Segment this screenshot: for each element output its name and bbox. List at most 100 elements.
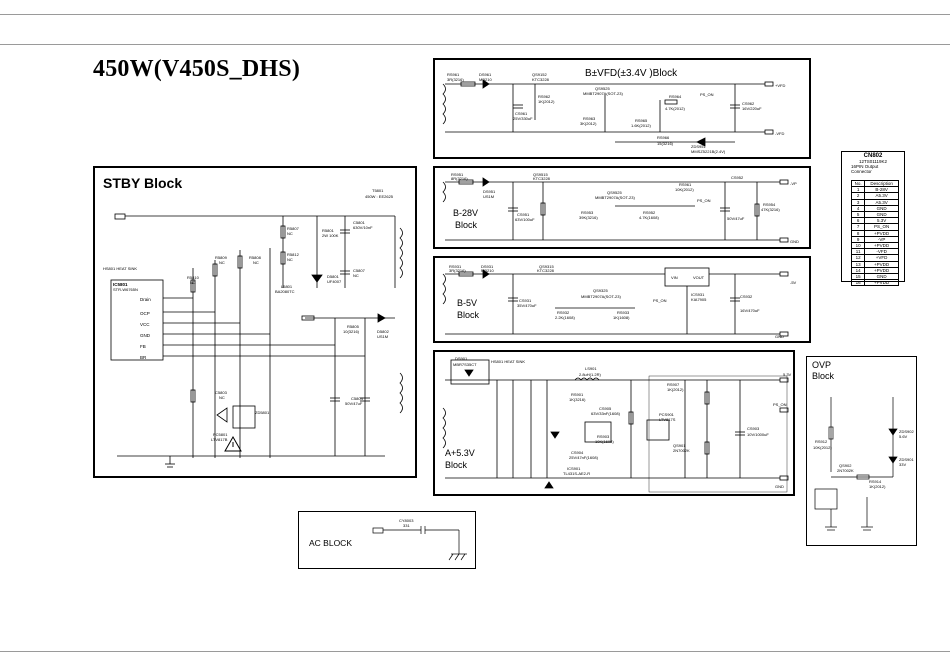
table-row: 8+PVDD [850,229,899,237]
ovp-comp-val: 1K(2012) [869,484,886,489]
b28-comp-val: 39K(3216) [579,215,598,220]
table-cell: B-28V [864,186,899,194]
stby-comp-ref: R5801 [322,228,335,233]
table-cell: 14 [850,266,866,275]
a53-comp-val: MBR7S35CT [453,362,477,367]
b5-comp-ref: CS932 [740,294,753,299]
b28-schematic: B-28V Block RS951 8R(3216) DS951 US1M QS… [442,172,799,244]
a53-comp-ref: LS901 [585,366,597,371]
ovp-comp-ref: QS902 [839,463,852,468]
bvfd-comp-val: 1.6K(2012) [631,123,651,128]
stby-comp-ref: R5805 [347,324,360,329]
table-cell: +VFD [864,254,899,262]
ac-comp-ref: CY8003 [399,518,414,523]
table-row: 16+PVDD [850,279,899,287]
b28-comp-val: MMBT2907A(SOT-23) [595,195,635,200]
b5-comp-ref: RS932 [557,310,570,315]
table-cell: +PVDD [864,260,899,268]
b5-comp-ref: RS933 [617,310,630,315]
bvfd-comp-ref: ZDS951 [691,144,706,149]
table-cell: +PVDD [864,279,899,287]
stby-pin: VCC [140,322,150,327]
a53-block-label: A+5.3V [445,448,475,458]
b28-comp-val: 10K(2012) [675,187,694,192]
stby-comp-ref: L5801 [281,284,293,289]
stby-comp-val: 630V/10nF [353,225,373,230]
ovp-comp-val: 33V [899,462,906,467]
bvfd-comp-val: 25V/330uF [513,116,533,121]
table-cell: GND [864,273,899,281]
table-cell: 1 [850,186,866,194]
b5-comp-val: 1K(1608) [613,315,630,320]
b28-comp-ref: RS961 [679,182,692,187]
b28-comp-ref: QS9525 [607,190,622,195]
table-cell: 8 [850,229,866,237]
b28-comp-ref: CS952 [731,175,744,180]
table-cell: PS_ON [864,223,899,231]
table-cell: -VP [864,235,899,244]
b5-comp-ref: ICS931 [691,292,705,297]
bvfd-comp-ref: RS964 [669,94,682,99]
stby-comp-val: NC [253,260,259,265]
net-gnd-b5: GND [775,334,784,339]
table-header-row: No. Description [850,179,899,188]
net-gnd-a53: GND [775,484,784,489]
b5-comp-ref: RS931 [449,264,462,269]
bvfd-comp-val: 4.7K(2012) [665,106,685,111]
stby-pin: Drain [140,297,151,302]
table-cell: 15 [850,273,866,281]
ovp-comp-ref: RS914 [869,479,882,484]
ovp-block-label-2: Block [812,371,835,381]
header-rule [0,44,950,45]
a53-comp-ref: CS904 [571,450,584,455]
stby-ic-ref: IC5801 [113,282,128,287]
table-cell: +PVDD [864,229,899,237]
b28-comp-ref: QS9515 [533,172,548,177]
b5-comp-val: 3R(3216) [449,268,466,273]
bvfd-comp-ref: QS9152 [532,72,547,77]
ac-comp-val: 331 [403,523,410,528]
bvfd-comp-ref: QS9525 [595,86,610,91]
reg-vout: VOUT [693,275,705,280]
bvfd-comp-ref: RS965 [635,118,648,123]
bvfd-comp-ref: CS961 [515,111,528,116]
bvfd-comp-ref: CS962 [742,101,755,106]
a53-comp-ref: RS901 [571,392,584,397]
b5-comp-ref: DS931 [481,264,494,269]
table-cell: +PVDD [864,242,899,250]
a53-comp-val: 25V/47nF(1608) [569,455,599,460]
table-row: 11-VFD [850,248,899,256]
table-cell: A5.3V [864,192,899,200]
bvfd-comp-val: MMSZ5221B(2.4V) [691,149,726,154]
a53-block: A+5.3V Block HS801 HEAT SINK DS901 MBR7S… [433,350,795,496]
ovp-block: OVP Block RS912 10K(2012) QS902 2N7002K … [806,356,917,546]
a53-comp-ref: DS901 [455,356,468,361]
a53-comp-val: 2N7002K [673,448,690,453]
b28-comp-ref: RS954 [763,202,776,207]
b5-schematic: VIN VOUT B-5V Block RS931 3R(3216) DS931… [442,264,797,339]
bvfd-comp-val: 16V/220uF [742,106,762,111]
stby-comp-ref: D5802 [377,329,390,334]
a53-comp-ref: CS905 [599,406,612,411]
ovp-comp-ref: RS912 [815,439,828,444]
stby-schematic: STBY Block HS801 HEAT SINK IC5801 STR-W6… [103,175,403,468]
net-v5: -5V [790,280,797,285]
ovp-block-label: OVP [812,360,831,370]
a53-comp-ref: RS907 [667,382,680,387]
b5-comp-val: 2.2K(1608) [555,315,575,320]
ac-block: AC BLOCK CY8003 331 [298,511,476,569]
table-cell: -VFD [864,248,899,256]
b5-block-label: B-5V [457,298,477,308]
cn802-part: 12TS01119K2 [858,159,888,164]
b5-comp-val: KTC3228 [537,268,555,273]
a53-comp-val: 63V/33nF(1608) [591,411,621,416]
stby-comp-val: 2W 100K [322,233,339,238]
stby-comp-ref: R5812 [287,252,300,257]
table-cell: 3 [850,198,866,206]
top-rule [0,14,950,15]
bvfd-comp-ref: RS963 [583,116,596,121]
table-header-cell: No. [850,179,866,188]
